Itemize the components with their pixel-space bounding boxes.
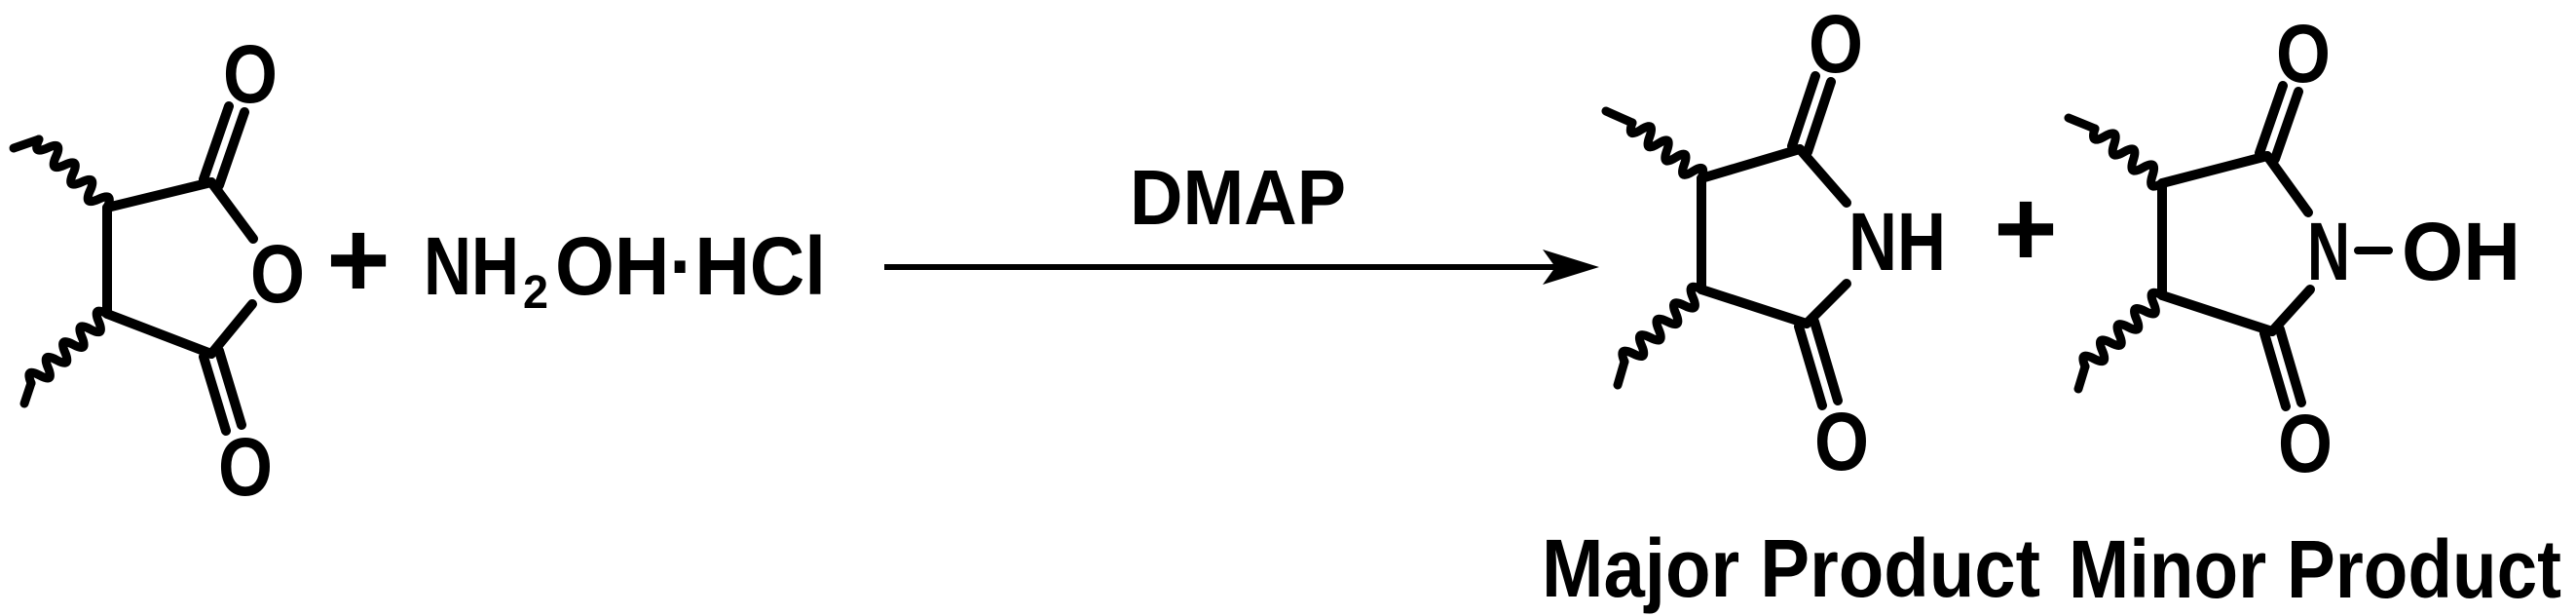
double-bond-line — [199, 101, 234, 184]
polymer-wavy-bond — [2088, 124, 2167, 191]
polymer-wavy-bond — [1618, 282, 1706, 366]
bond — [102, 309, 216, 359]
reaction-arrow: DMAP — [884, 154, 1599, 285]
polymer-wavy-bond — [1625, 118, 1708, 183]
reactant-polymer-anhydride: O O O — [9, 28, 305, 513]
hydroxyl-label: OH — [2402, 206, 2520, 297]
major-product-succinimide: NH O O Major Product — [1542, 0, 2040, 614]
major-product-caption: Major Product — [1542, 522, 2040, 614]
carbonyl-oxygen-label: O — [2276, 8, 2331, 99]
polymer-chain-stub — [2064, 113, 2100, 134]
double-bond-line — [1803, 77, 1836, 157]
bond — [2157, 151, 2272, 188]
double-bond-line — [1810, 317, 1843, 405]
bond — [1697, 285, 1811, 328]
reagent-hydroxylamine-hydrochloride: NH 2 OH·HCl — [424, 220, 826, 319]
imide-nitrogen-label: N — [2307, 206, 2350, 297]
bond-to-ring-oxygen — [206, 299, 257, 359]
polymer-chain-stub — [19, 378, 36, 408]
double-bond-line — [1794, 322, 1827, 410]
polymer-chain-stub — [1601, 106, 1637, 128]
bond-to-nitrogen — [2262, 151, 2313, 217]
plus-sign: + — [1994, 168, 2057, 289]
bond-to-nitrogen — [1795, 144, 1851, 208]
bond — [2157, 290, 2277, 336]
polymer-wavy-bond — [2078, 288, 2167, 371]
reagent-formula-subscript: 2 — [523, 267, 548, 319]
polymer-wavy-bond — [32, 135, 114, 212]
arrow-head — [1543, 250, 1599, 285]
condition-label: DMAP — [1130, 154, 1346, 241]
minor-product-caption: Minor Product — [2069, 523, 2561, 615]
bond-to-nitrogen — [2267, 285, 2315, 336]
bond-to-ring-oxygen — [206, 177, 258, 244]
double-bond-line — [2255, 81, 2288, 158]
double-bond-line — [214, 346, 246, 430]
bond — [1697, 144, 1805, 183]
polymer-wavy-bond — [24, 306, 112, 388]
carbonyl-oxygen-label: O — [218, 421, 273, 513]
bond — [102, 177, 216, 212]
double-bond-line — [2259, 328, 2291, 411]
carbonyl-oxygen-label: O — [1809, 0, 1863, 90]
carbonyl-oxygen-label: O — [2278, 398, 2333, 489]
reagent-formula-rest: OH·HCl — [555, 220, 826, 312]
double-bond-line — [2275, 325, 2306, 407]
minor-product-n-hydroxy-imide: N OH O O Minor Product — [2064, 8, 2561, 615]
reagent-formula-nh: NH — [424, 220, 519, 312]
carbonyl-oxygen-label: O — [1814, 396, 1869, 487]
imide-nh-label: NH — [1848, 196, 1946, 288]
double-bond-line — [2270, 87, 2303, 164]
plus-sign: + — [326, 199, 390, 321]
double-bond-line — [199, 352, 231, 436]
ring-oxygen-label: O — [250, 228, 305, 320]
double-bond-line — [214, 107, 249, 190]
carbonyl-oxygen-label: O — [223, 28, 278, 120]
polymer-chain-stub — [2073, 362, 2090, 394]
double-bond-line — [1787, 71, 1820, 151]
polymer-chain-stub — [1613, 357, 1629, 390]
